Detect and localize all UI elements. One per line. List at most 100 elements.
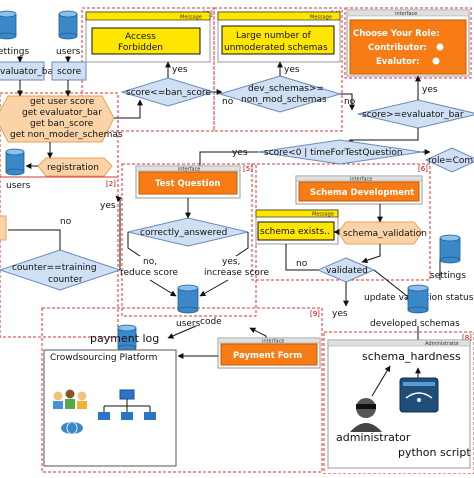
yes-label-ban: yes: [172, 65, 188, 75]
yes-label-counter: yes: [100, 201, 116, 211]
access-forbidden-line-2: Forbidden: [118, 43, 163, 53]
settings-database-right-icon: [439, 234, 461, 264]
settings-db-label: ettings: [0, 47, 30, 57]
get-user-line-2: get evaluator_bar: [22, 108, 102, 118]
contributor-label: Contributor:: [368, 43, 427, 53]
users-database-icon: [58, 10, 78, 40]
no-label-counter: no: [60, 217, 72, 227]
payment-form-label: Payment Form: [233, 351, 302, 361]
yes-label-validated: yes: [332, 309, 348, 319]
message-header-bar-3: [255, 209, 339, 218]
payment-form-box: [220, 343, 318, 366]
developed-schemas-database-icon: [407, 284, 429, 314]
large-unmoderated-box: [221, 25, 335, 55]
administrator-header-bar: [327, 339, 471, 347]
get-user-line-3: get ban_score: [30, 119, 94, 129]
no-comma-label: no,: [143, 257, 157, 267]
test-question-box: [138, 171, 238, 195]
panel-1-border: [0, 92, 119, 178]
panel-4-border: [213, 7, 343, 132]
correctly-answered-label: correctly_answered: [140, 228, 227, 238]
get-user-score-process: [0, 95, 115, 143]
crowdsourcing-platform-box: [43, 349, 177, 467]
developed-schemas-label: developed schemas: [370, 319, 460, 329]
message-header-bar-2: [217, 11, 341, 21]
left-truncated-box: [0, 215, 7, 241]
interface-header-bar-4: [217, 337, 321, 344]
get-user-line-1: get user score: [30, 97, 95, 107]
users-database-left-icon: [5, 148, 25, 176]
users-database-middle-icon: [177, 284, 199, 314]
contributor-radio[interactable]: [436, 43, 444, 51]
score-ban-decision: [120, 77, 216, 107]
schema-exists-label: schema exists..: [260, 227, 330, 237]
increase-score-label: increase score: [204, 268, 269, 278]
yes-label-time: yes: [232, 148, 248, 158]
crowdsourcing-platform-label: Crowdsourcing Platform: [50, 353, 157, 363]
no-label-validated: no: [296, 259, 308, 269]
interface-header-label: interface: [395, 11, 417, 17]
panel-2-border: [0, 176, 119, 338]
no-label-ban: no: [222, 97, 234, 107]
evaluator-label: Evalutor:: [376, 57, 420, 67]
role-decision: [424, 147, 474, 173]
python-script-icon: [399, 377, 439, 413]
access-forbidden-line-1: Access: [125, 32, 156, 42]
access-forbidden-box: [91, 27, 201, 55]
settings-database-icon: [0, 10, 17, 40]
panel-number-6: [6]: [418, 165, 428, 173]
validated-label: validated: [326, 266, 368, 276]
schema-validation-label: schema_validation: [343, 229, 427, 239]
users-middle-label: users: [176, 319, 201, 329]
panel-number-8: [8]: [462, 334, 472, 342]
panel-number-2: [2]: [106, 180, 116, 188]
users-db-label: users: [56, 47, 81, 57]
interface-header-bar-3: [295, 175, 423, 182]
interface-header-label-2: interface: [178, 167, 200, 173]
schema-development-label: Schema Development: [310, 188, 414, 198]
counter-decision: [0, 249, 122, 291]
score-ban-label: score<=ban_score: [126, 88, 211, 98]
dev-schemas-decision: [218, 75, 342, 113]
choose-role-title: Choose Your Role:: [353, 29, 440, 39]
counter-line-2: counter: [48, 275, 83, 285]
interface-header-bar-2: [135, 165, 241, 172]
dev-schemas-line-1: dev_schemas>=: [248, 84, 324, 94]
panel-role-border: [344, 7, 472, 79]
interface-header-label-4: interface: [262, 339, 284, 345]
administrator-icon: [350, 398, 382, 432]
administrator-header-label: Administrator: [425, 341, 460, 347]
message-header-label-3: Message: [312, 212, 334, 218]
large-unmoderated-line-1: Large number of: [236, 31, 312, 41]
dev-schemas-line-2: non_mod_schemas: [241, 95, 327, 105]
message-header-label-2: Message: [310, 15, 332, 21]
registration-label: registration: [47, 163, 99, 173]
choose-role-box: [349, 19, 467, 75]
reduce-score-label: reduce score: [120, 268, 178, 278]
evaluator-bar-label: valuator_bar: [0, 67, 57, 77]
yes-label-evaluator: yes: [422, 85, 438, 95]
schema-hardness-label: schema_hardness: [362, 350, 461, 363]
python-script-label: python script: [398, 446, 471, 459]
no-label-dev: no: [344, 97, 356, 107]
score-evaluator-label: score>=evaluator_bar: [362, 110, 464, 120]
panel-number-9: [9]: [310, 310, 320, 318]
crowd-people-icon: [53, 389, 87, 409]
test-question-label: Test Question: [155, 179, 221, 189]
panel-3-border: [81, 7, 215, 132]
get-user-line-4: get non_moder_schemas: [10, 130, 123, 140]
interface-header-label-3: interface: [350, 177, 372, 183]
message-header-label: Message: [180, 15, 202, 21]
evaluator-radio[interactable]: [432, 57, 440, 65]
administrator-window: [327, 339, 471, 469]
panel-number-5: [5]: [243, 165, 253, 173]
large-unmoderated-line-2: unmoderated schemas: [224, 43, 328, 53]
score-time-decision: [257, 139, 423, 165]
schema-development-box: [298, 181, 420, 202]
role-label: role=Com: [428, 156, 473, 166]
score-label: score: [57, 67, 82, 77]
yes-comma-label: yes,: [222, 257, 240, 267]
users-left-label: users: [6, 181, 31, 191]
correctly-answered-decision: [127, 217, 249, 247]
